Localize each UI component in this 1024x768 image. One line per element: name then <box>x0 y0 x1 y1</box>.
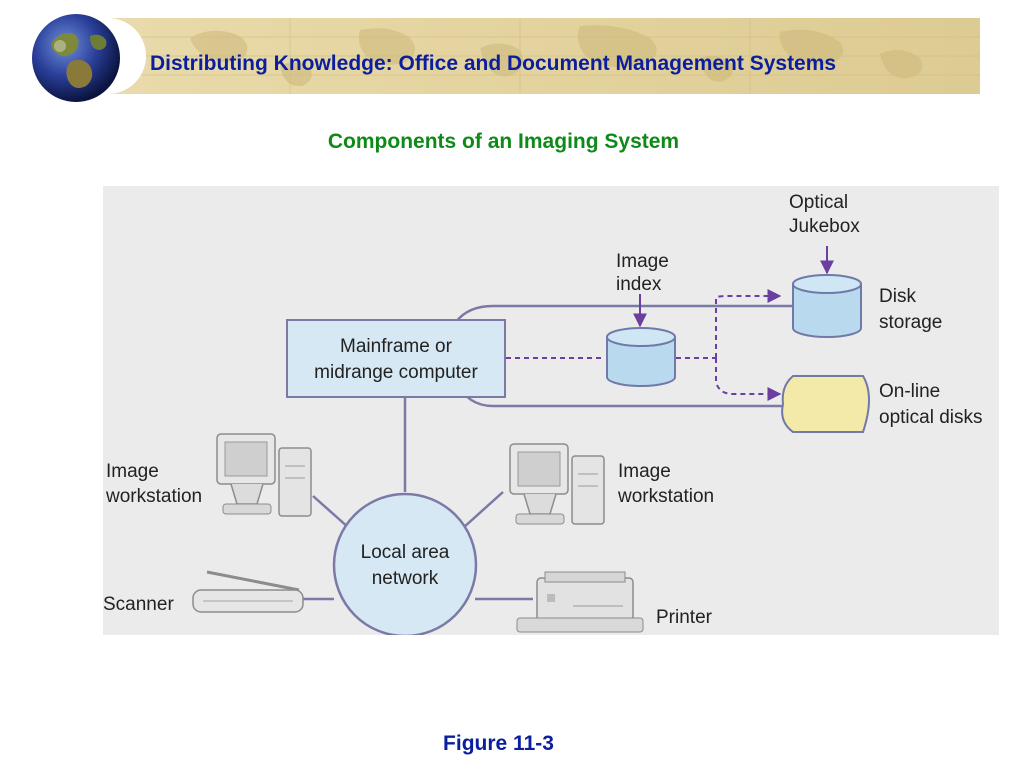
figure-caption: Figure 11-3 <box>443 732 554 755</box>
mainframe-to-disk-line <box>455 304 793 323</box>
lan-to-right-workstation-line <box>462 491 504 529</box>
optical-jukebox-label-line2: Jukebox <box>789 216 860 237</box>
slide-title: Distributing Knowledge: Office and Docum… <box>150 52 837 75</box>
mainframe-computer: Mainframe or midrange computer <box>286 319 506 398</box>
left-workstation-label-line1: Image <box>106 461 159 482</box>
imaging-system-diagram: Mainframe or midrange computer Image ind… <box>103 186 999 638</box>
online-optical-label-line2: optical disks <box>879 407 983 428</box>
image-index-cylinder <box>606 327 676 387</box>
right-workstation-label-line2: workstation <box>617 486 714 507</box>
disk-storage-label-line2: storage <box>879 312 942 333</box>
disk-storage-cylinder <box>792 274 862 338</box>
mainframe-label-line1: Mainframe or <box>340 336 453 357</box>
image-index-label-line1: Image <box>616 251 669 272</box>
printer-label: Printer <box>656 607 713 628</box>
dashed-data-paths <box>506 289 782 401</box>
lan-label-line1: Local area <box>361 542 450 563</box>
scanner-icon <box>192 570 304 613</box>
right-workstation-icon <box>509 443 605 525</box>
optical-jukebox-label-line1: Optical <box>789 192 848 213</box>
local-area-network: Local area network <box>332 492 478 638</box>
online-optical-label-line1: On-line <box>879 381 940 402</box>
globe-icon <box>32 14 120 102</box>
right-workstation-label-line1: Image <box>618 461 671 482</box>
left-workstation-icon <box>216 433 312 517</box>
mainframe-label-line2: midrange computer <box>314 362 478 383</box>
disk-storage-label-line1: Disk <box>879 286 916 307</box>
printer-icon <box>516 571 644 633</box>
diagram-canvas: Mainframe or midrange computer Image ind… <box>103 192 983 638</box>
diagram-title: Components of an Imaging System <box>327 130 680 153</box>
image-index-label-line2: index <box>616 274 662 295</box>
lan-label-line2: network <box>372 568 439 589</box>
online-optical-disks <box>781 375 870 433</box>
index-arrows <box>633 246 834 328</box>
lan-to-left-workstation-line <box>312 495 350 529</box>
scanner-label: Scanner <box>103 594 174 615</box>
left-workstation-label-line2: workstation <box>105 486 202 507</box>
header-banner <box>60 18 980 94</box>
world-map-background <box>60 18 980 94</box>
